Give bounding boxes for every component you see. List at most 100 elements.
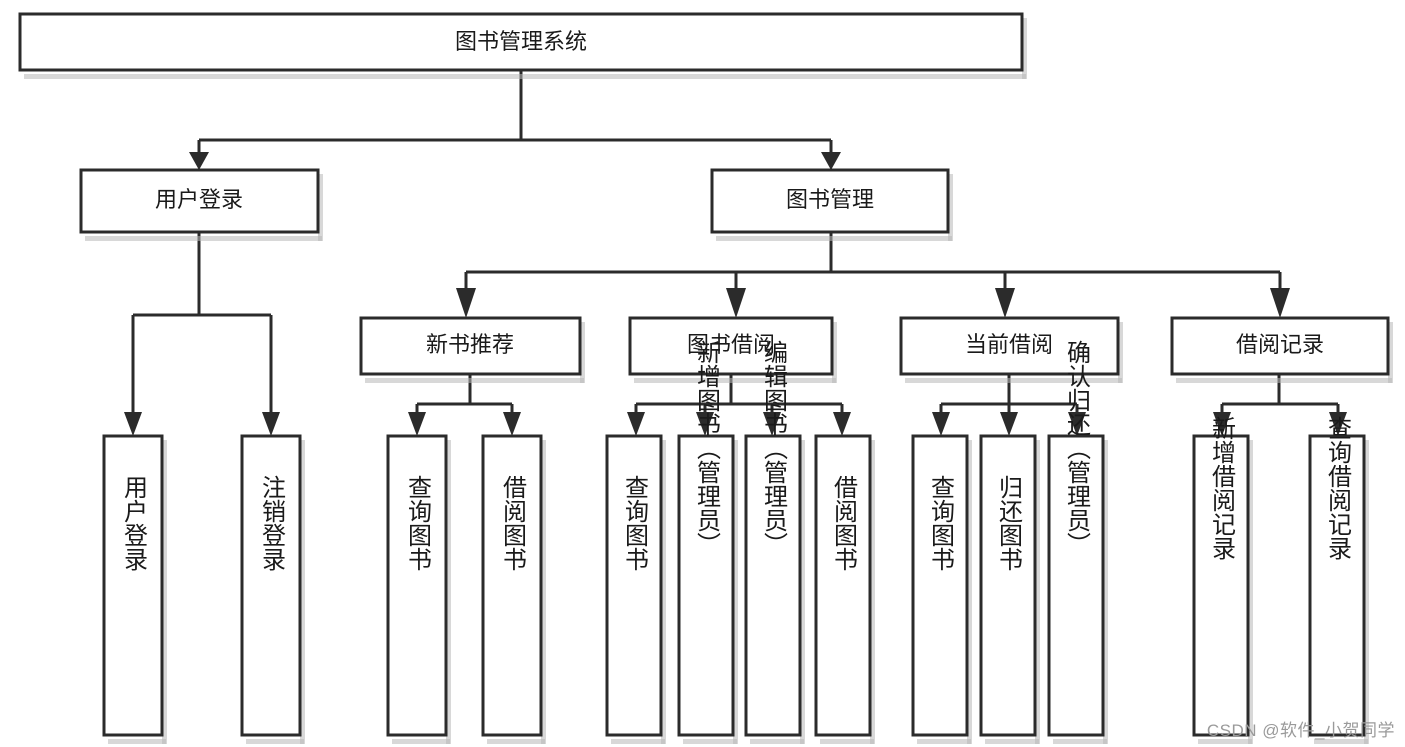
node-borrow-record-shadow-right — [1388, 322, 1393, 383]
arrowhead-new-book-recommend — [456, 288, 476, 318]
node-recommend-box — [359, 316, 582, 376]
node-current-borrow-box — [899, 316, 1120, 376]
node-leaf-borrow-book-2[interactable]: 借阅图书 — [814, 434, 875, 744]
arrowhead-leaf-borrow-book-2 — [833, 412, 851, 436]
leaf-10-box — [979, 434, 1037, 737]
arrowhead-leaf-add-book — [696, 412, 714, 436]
node-root-label: 图书管理系统 — [455, 29, 587, 54]
leaf-9-shadow-right — [967, 440, 972, 744]
node-current-borrow-label: 当前借阅 — [965, 332, 1053, 357]
leaf-12-shadow-right — [1248, 440, 1253, 744]
leaf-4-shadow — [487, 739, 545, 744]
node-leaf-add-book[interactable]: 新增图书（管理员） — [677, 340, 738, 744]
node-root-shadow-right — [1022, 18, 1027, 79]
leaf-13-shadow — [1314, 739, 1368, 744]
leaf-9-shadow — [917, 739, 971, 744]
node-leaf-query-book-3[interactable]: 查询图书 — [911, 434, 972, 744]
node-leaf-confirm-return[interactable]: 确认归还（管理员） — [1047, 340, 1108, 744]
leaf-logout-login-label: 注销登录 — [258, 475, 286, 571]
node-leaf-borrow-book-1[interactable]: 借阅图书 — [481, 434, 546, 744]
arrowhead-leaf-logout-login — [262, 412, 280, 436]
node-user-login-label: 用户登录 — [155, 187, 243, 212]
leaf-query-book-1-label: 查询图书 — [404, 475, 432, 571]
node-current-borrow-shadow — [905, 378, 1122, 383]
arrowhead-leaf-edit-book — [763, 412, 781, 436]
leaf-4-shadow-right — [541, 440, 546, 744]
leaf-1-shadow — [108, 739, 166, 744]
leaf-3-shadow — [392, 739, 450, 744]
node-book-manage-shadow — [716, 236, 952, 241]
node-leaf-query-book-2[interactable]: 查询图书 — [605, 434, 666, 744]
node-book-borrow-label: 图书借阅 — [687, 332, 775, 357]
leaf-borrow-book-1-label: 借阅图书 — [499, 475, 527, 571]
node-root-shadow — [24, 74, 1026, 79]
leaf-10-shadow-right — [1035, 440, 1040, 744]
node-borrow-record-label: 借阅记录 — [1236, 332, 1324, 357]
arrowhead-book-manage — [821, 152, 841, 170]
leaf-add-book-label: 新增图书（管理员） — [693, 340, 721, 556]
leaf-8-shadow — [820, 739, 874, 744]
connector-layer — [124, 70, 1347, 436]
arrowhead-leaf-user-login — [124, 412, 142, 436]
leaf-12-shadow — [1198, 739, 1252, 744]
arrowhead-leaf-query-book-3 — [932, 412, 950, 436]
leaf-2-box — [240, 434, 302, 737]
node-new-book-recommend[interactable]: 新书推荐 — [359, 316, 585, 383]
arrowhead-leaf-return-book — [1000, 412, 1018, 436]
leaf-2-shadow-right — [300, 440, 305, 744]
leaf-8-shadow-right — [870, 440, 875, 744]
node-book-borrow[interactable]: 图书借阅 — [628, 316, 837, 383]
node-leaf-query-book-1[interactable]: 查询图书 — [386, 434, 451, 744]
node-book-manage-box — [710, 168, 950, 234]
leaf-add-record-label: 新增借阅记录 — [1208, 416, 1236, 560]
leaf-query-book-3-label: 查询图书 — [927, 475, 955, 571]
node-user-login[interactable]: 用户登录 — [79, 168, 323, 241]
leaf-7-box — [744, 434, 802, 737]
arrowhead-leaf-borrow-book-1 — [503, 412, 521, 436]
leaf-1-box — [102, 434, 164, 737]
leaf-9-box — [911, 434, 969, 737]
node-leaf-add-record[interactable]: 新增借阅记录 — [1192, 416, 1253, 744]
leaf-user-login-label: 用户登录 — [120, 475, 148, 571]
node-borrow-record[interactable]: 借阅记录 — [1170, 316, 1393, 383]
node-book-manage[interactable]: 图书管理 — [710, 168, 953, 241]
leaf-5-box — [605, 434, 663, 737]
leaf-12-box — [1192, 434, 1250, 737]
node-leaf-return-book[interactable]: 归还图书 — [979, 434, 1040, 744]
leaf-6-box — [677, 434, 735, 737]
arrowhead-leaf-confirm-return — [1068, 412, 1086, 436]
leaf-6-shadow — [683, 739, 737, 744]
leaf-4-box — [481, 434, 543, 737]
leaf-13-box — [1308, 434, 1366, 737]
node-borrow-record-shadow — [1176, 378, 1392, 383]
arrowhead-leaf-query-book-2 — [627, 412, 645, 436]
leaf-3-box — [386, 434, 448, 737]
arrowhead-user-login — [189, 152, 209, 170]
leaf-query-book-2-label: 查询图书 — [621, 475, 649, 571]
node-recommend-shadow-right — [580, 322, 585, 383]
leaf-3-shadow-right — [446, 440, 451, 744]
node-new-book-recommend-label: 新书推荐 — [426, 332, 514, 357]
node-user-login-shadow-right — [318, 174, 323, 241]
leaf-6-shadow-right — [733, 440, 738, 744]
node-book-borrow-shadow — [634, 378, 836, 383]
leaf-1-shadow-right — [162, 440, 167, 744]
leaf-11-shadow-right — [1103, 440, 1108, 744]
node-leaf-logout-login[interactable]: 注销登录 — [240, 434, 305, 744]
node-leaf-query-record[interactable]: 查询借阅记录 — [1308, 416, 1369, 744]
leaf-11-shadow — [1053, 739, 1107, 744]
arrowhead-leaf-query-record — [1329, 412, 1347, 436]
leaf-confirm-return-label: 确认归还（管理员） — [1063, 340, 1091, 556]
node-current-borrow[interactable]: 当前借阅 — [899, 316, 1123, 383]
leaf-11-box — [1047, 434, 1105, 737]
node-book-borrow-box — [628, 316, 834, 376]
arrowhead-current-borrow — [995, 288, 1015, 318]
node-root[interactable]: 图书管理系统 — [18, 12, 1027, 79]
node-current-borrow-shadow-right — [1118, 322, 1123, 383]
node-leaf-edit-book[interactable]: 编辑图书（管理员） — [744, 340, 805, 744]
leaf-2-shadow — [246, 739, 304, 744]
arrowhead-leaf-add-record — [1213, 412, 1231, 436]
node-leaf-user-login[interactable]: 用户登录 — [102, 434, 167, 744]
arrowhead-leaf-query-book-1 — [408, 412, 426, 436]
